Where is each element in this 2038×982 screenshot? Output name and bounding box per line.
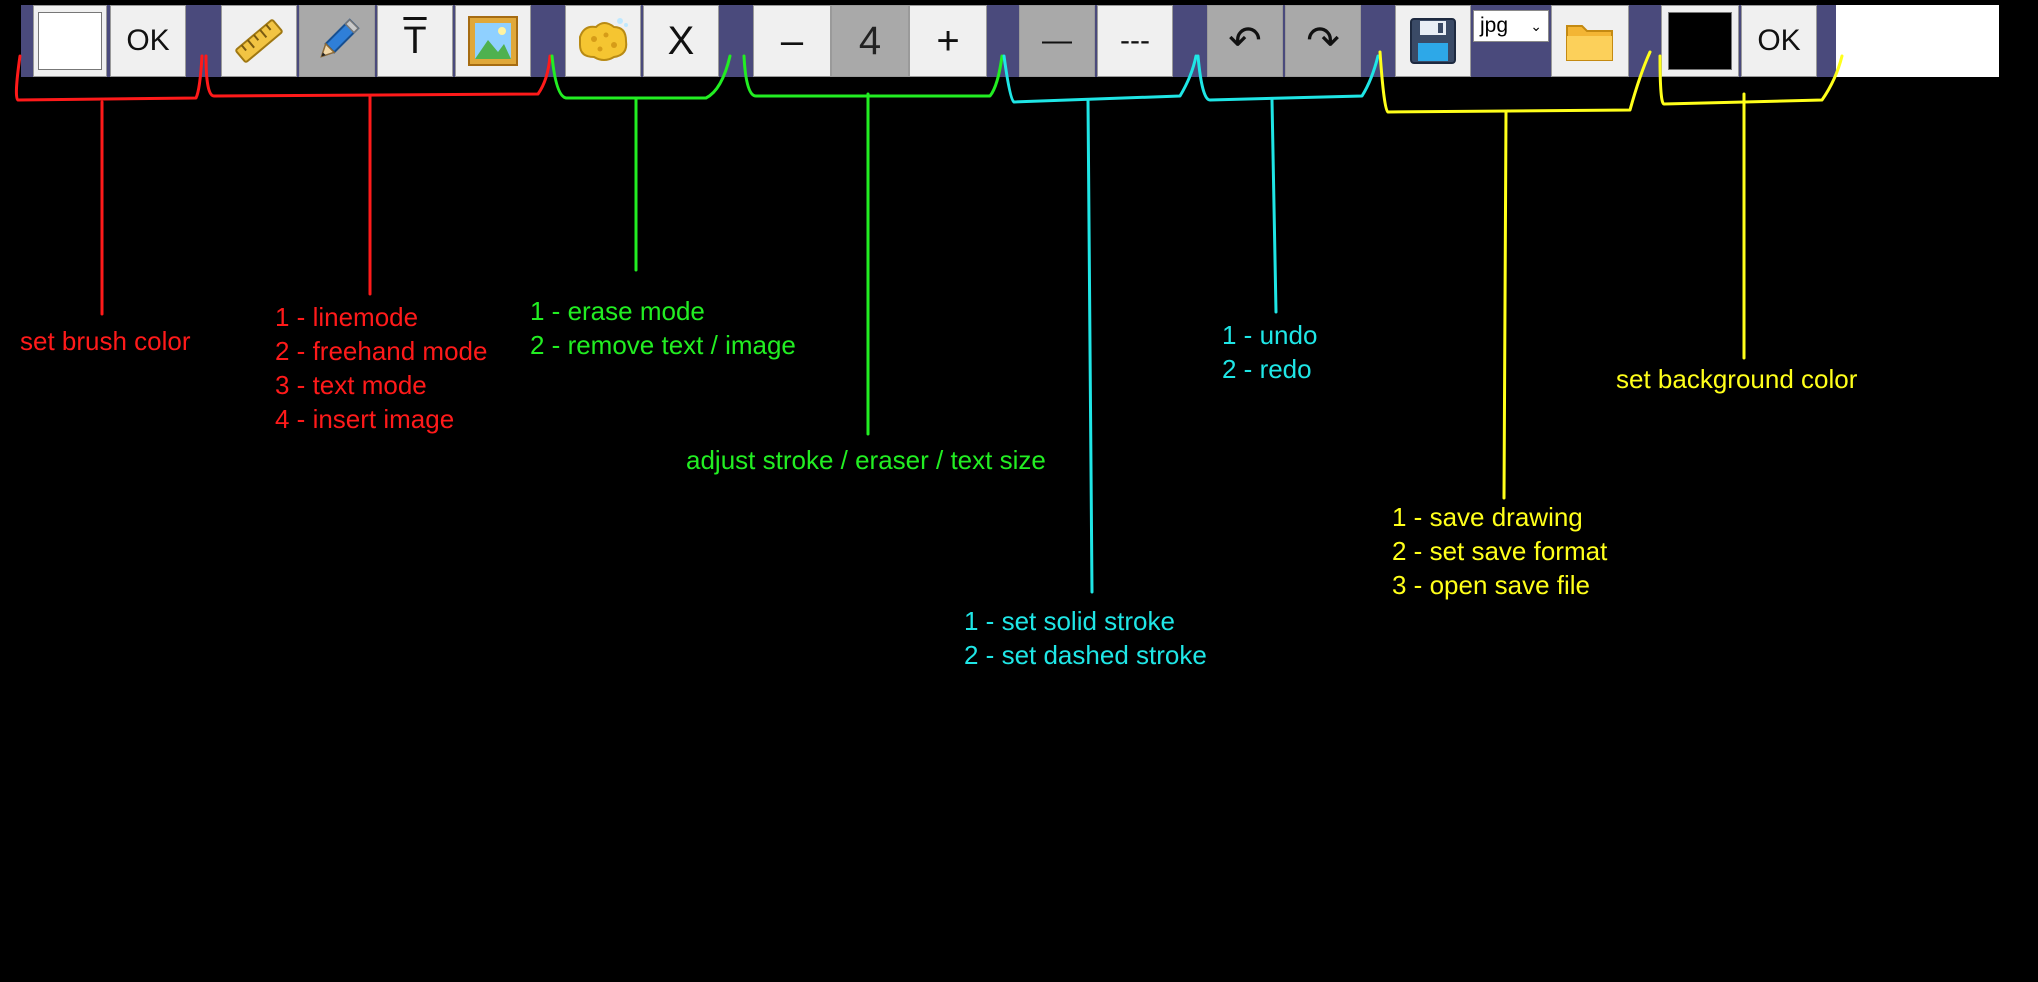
redo-icon: ↷: [1306, 19, 1340, 63]
size-annotation: adjust stroke / eraser / text size: [686, 445, 1046, 475]
save-drawing-button[interactable]: [1395, 5, 1471, 77]
brush-color-swatch: [38, 12, 102, 70]
annotation-line: 2 - set dashed stroke: [964, 640, 1207, 670]
annotation-line: 3 - text mode: [275, 370, 427, 400]
brush-color-bracket: [14, 54, 204, 102]
redo-button[interactable]: ↷: [1285, 5, 1361, 77]
annotation-line: 1 - set solid stroke: [964, 606, 1175, 636]
save-bracket: [1378, 50, 1652, 114]
text-mode-button[interactable]: T: [377, 5, 453, 77]
save-annotation: 1 - save drawing 2 - set save format 3 -…: [1392, 500, 1607, 602]
toolbar-end-area: [1836, 5, 1999, 77]
solid-stroke-button[interactable]: —: [1019, 5, 1095, 77]
undo-redo-annotation: 1 - undo 2 - redo: [1222, 318, 1317, 386]
freehand-mode-button[interactable]: [299, 5, 375, 77]
background-color-picker[interactable]: [1661, 5, 1739, 77]
erase-annotation: 1 - erase mode 2 - remove text / image: [530, 294, 796, 362]
save-format-value: jpg: [1480, 14, 1509, 37]
folder-icon: [1566, 25, 1613, 61]
ruler-icon: [235, 19, 283, 63]
size-value: 4: [858, 18, 882, 63]
picture-icon: [468, 16, 518, 66]
annotation-line: 3 - open save file: [1392, 570, 1591, 600]
undo-redo-bracket: [1196, 54, 1380, 102]
toolbar: OK T: [21, 5, 1999, 77]
brush-color-picker[interactable]: [33, 5, 107, 77]
modes-bracket: [204, 54, 552, 98]
annotation-line: 2 - remove text / image: [530, 330, 796, 360]
erase-mode-button[interactable]: [565, 5, 641, 77]
open-save-file-button[interactable]: [1551, 5, 1629, 77]
undo-icon: ↶: [1228, 19, 1262, 63]
text-icon: T: [403, 19, 427, 62]
pencil-icon: [320, 18, 360, 58]
background-color-ok-button[interactable]: OK: [1741, 5, 1817, 77]
undo-redo-leader: [1270, 98, 1278, 314]
erase-bracket: [550, 54, 732, 100]
annotation-line: 2 - freehand mode: [275, 336, 488, 366]
undo-button[interactable]: ↶: [1207, 5, 1283, 77]
size-bracket: [742, 54, 1004, 98]
annotation-line: 1 - erase mode: [530, 296, 705, 326]
annotation-line: 2 - set save format: [1392, 536, 1608, 566]
annotation-line: 1 - linemode: [275, 302, 419, 332]
annotation-line: 4 - insert image: [275, 404, 455, 434]
annotation-line: 1 - save drawing: [1392, 502, 1583, 532]
annotation-line: 1 - undo: [1222, 320, 1318, 350]
annotation-line: 2 - redo: [1222, 354, 1312, 384]
remove-text-image-button[interactable]: X: [643, 5, 719, 77]
size-value-display: 4: [831, 5, 909, 77]
stroke-annotation: 1 - set solid stroke 2 - set dashed stro…: [964, 604, 1207, 672]
brush-color-ok-button[interactable]: OK: [110, 5, 186, 77]
size-decrease-button[interactable]: –: [753, 5, 831, 77]
background-color-swatch: [1668, 12, 1732, 70]
save-disk-icon: [1410, 18, 1456, 64]
bg-color-bracket: [1658, 54, 1844, 106]
size-increase-button[interactable]: +: [909, 5, 987, 77]
brush-color-annotation: set brush color: [20, 326, 191, 356]
line-mode-button[interactable]: [221, 5, 297, 77]
chevron-down-icon: ⌄: [1530, 17, 1542, 34]
stroke-bracket: [1002, 54, 1198, 104]
modes-annotation: 1 - linemode 2 - freehand mode 3 - text …: [275, 300, 487, 436]
stroke-leader: [1086, 98, 1094, 594]
save-leader: [1502, 110, 1508, 500]
bg-color-annotation: set background color: [1616, 364, 1858, 394]
sponge-icon: [579, 18, 628, 61]
dashed-stroke-button[interactable]: ---: [1097, 5, 1173, 77]
save-format-select[interactable]: jpg ⌄: [1473, 10, 1549, 42]
insert-image-button[interactable]: [455, 5, 531, 77]
